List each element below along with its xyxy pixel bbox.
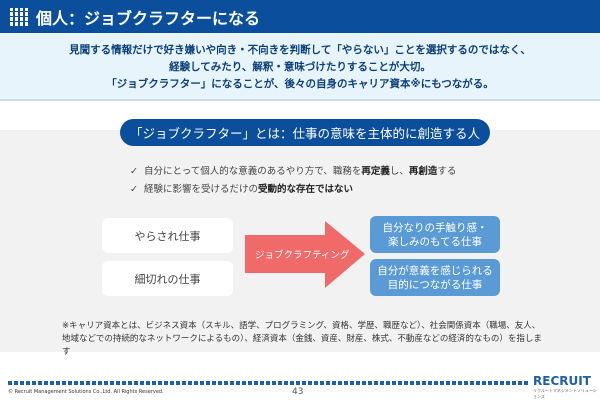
before-box: やらされ仕事 xyxy=(102,218,233,253)
arrow-icon xyxy=(245,221,365,288)
before-box: 細切れの仕事 xyxy=(102,261,233,296)
page-title: 個人：ジョブクラフターになる xyxy=(36,8,261,28)
copyright: © Recruit Management Solutions Co.,Ltd. … xyxy=(8,389,164,395)
title-bar: 個人：ジョブクラフターになる xyxy=(0,0,600,33)
intro-line: 見聞する情報だけで好き嫌いや向き・不向きを判断して「やらない」ことを選択するので… xyxy=(69,44,531,56)
page-number: 43 xyxy=(292,387,304,397)
footer-divider xyxy=(8,381,528,385)
footnote: ※キャリア資本とは、ビジネス資本（スキル、語学、プログラミング、資格、学歴、職歴… xyxy=(62,321,542,357)
intro-line: 「ジョブクラフター」になることが、後々の自身のキャリア資本※にもつながる。 xyxy=(106,78,494,90)
after-box: 自分なりの手触り感・楽しみのもてる仕事 xyxy=(370,216,500,253)
bullet-item: ✓ 経験に影響を受けるだけの受動的な存在ではない xyxy=(130,184,354,195)
grid-icon xyxy=(10,7,28,26)
intro-band: 見聞する情報だけで好き嫌いや向き・不向きを判断して「やらない」ことを選択するので… xyxy=(0,33,600,101)
definition-pill: 「ジョブクラフター」とは：仕事の意味を主体的に創造する人 xyxy=(120,119,490,146)
job-crafting-arrow: ジョブクラフティング xyxy=(245,221,365,288)
bullet-item: ✓ 自分にとって個人的な意義のあるやり方で、職務を再定義し、再創造する xyxy=(130,166,457,177)
arrow-label: ジョブクラフティング xyxy=(255,250,350,261)
intro-line: 経験してみたり、解釈・意味づけたりすることが大切。 xyxy=(169,61,431,73)
after-box: 自分が意義を感じられる目的につながる仕事 xyxy=(370,259,500,296)
